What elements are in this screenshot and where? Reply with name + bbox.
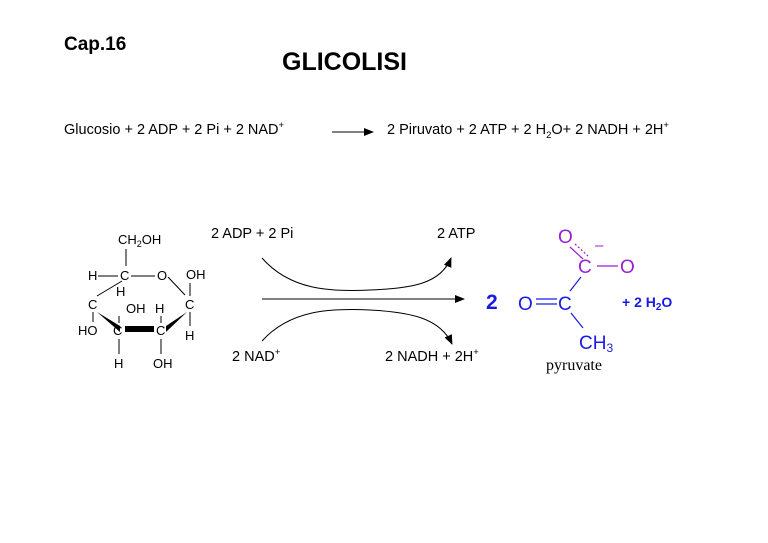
- carboxyl-carbon: C: [578, 257, 592, 278]
- c3-h: H: [114, 356, 123, 371]
- c2-h: H: [155, 301, 164, 316]
- c4-atom: C: [88, 297, 97, 312]
- equation-products: 2 Piruvato + 2 ATP + 2 H2O+ 2 NADH + 2H+: [387, 120, 669, 141]
- carboxylate-charge: –: [595, 237, 604, 254]
- atp-arrow: [261, 257, 452, 292]
- keto-oxygen: O: [518, 294, 533, 315]
- carboxyl-oxygen-right: O: [620, 257, 635, 278]
- c5-h: H: [88, 268, 97, 283]
- glucose-structure: CH2OH C H H O OH C H C HO C C OH H H OH: [78, 232, 206, 371]
- c1-h: H: [185, 328, 194, 343]
- c1-atom: C: [185, 297, 194, 312]
- c2-atom: C: [156, 323, 165, 338]
- input-bottom-text: 2 NAD: [232, 349, 275, 365]
- nadh-arrow: [261, 308, 453, 345]
- chapter-label: Cap.16: [64, 34, 127, 55]
- input-bottom-charge: +: [274, 347, 281, 359]
- c3-oh: OH: [126, 301, 146, 316]
- methyl-group: CH3: [579, 333, 613, 355]
- carboxyl-oxygen-top: O: [558, 227, 573, 248]
- input-bottom-label: 2 NAD+: [232, 347, 281, 365]
- c5-h-below: H: [116, 284, 125, 299]
- proton-charge: +: [663, 120, 669, 132]
- pyruvate-structure: O – C O O C CH3: [518, 227, 635, 355]
- ring-oxygen: O: [157, 268, 167, 283]
- reaction-arrows: [261, 257, 465, 345]
- keto-carbon: C: [558, 294, 572, 315]
- pyruvate-name: pyruvate: [546, 357, 602, 374]
- water-product: + 2 H2O: [622, 294, 672, 313]
- stoichiometry-coefficient: 2: [486, 291, 498, 314]
- page-title: GLICOLISI: [282, 48, 407, 76]
- nad-charge: +: [278, 120, 285, 132]
- reactants-text: Glucosio + 2 ADP + 2 Pi + 2 NAD: [64, 122, 279, 138]
- output-top-label: 2 ATP: [437, 226, 476, 242]
- equation-reactants: Glucosio + 2 ADP + 2 Pi + 2 NAD+: [64, 120, 285, 138]
- output-bottom-charge: +: [473, 347, 479, 359]
- output-bottom-text: 2 NADH + 2H: [385, 349, 474, 365]
- c3-atom: C: [113, 323, 122, 338]
- c4-ho: HO: [78, 323, 98, 338]
- output-bottom-label: 2 NADH + 2H+: [385, 347, 479, 365]
- c1-oh: OH: [186, 267, 206, 282]
- input-top-label: 2 ADP + 2 Pi: [211, 226, 294, 242]
- ch2oh-group: CH2OH: [118, 232, 161, 249]
- products-text-2: O+ 2 NADH + 2H: [551, 122, 664, 138]
- c5-atom: C: [120, 268, 129, 283]
- water-subscript: 2: [546, 129, 552, 141]
- c2-oh: OH: [153, 356, 173, 371]
- products-text-1: 2 Piruvato + 2 ATP + 2 H: [387, 122, 547, 138]
